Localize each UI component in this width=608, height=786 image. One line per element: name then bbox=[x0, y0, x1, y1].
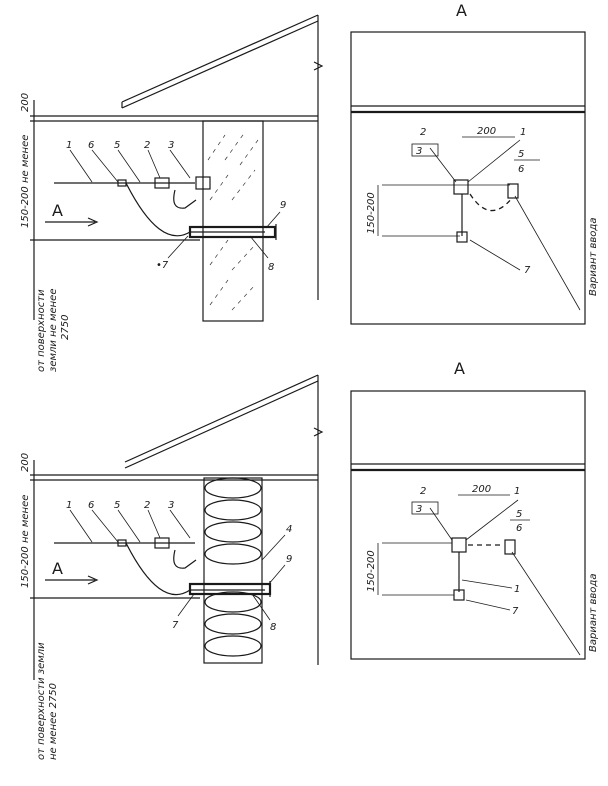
callout-label: 1 bbox=[514, 486, 520, 497]
callout-label: 6 bbox=[516, 523, 522, 534]
callout-label: 3 bbox=[168, 500, 174, 511]
ground-note: от поверхности bbox=[36, 289, 47, 372]
bracket bbox=[453, 179, 469, 195]
dim-side: 150-200 не менее bbox=[20, 495, 31, 588]
callout-label: 5 bbox=[518, 149, 524, 160]
callouts: 1 6 5 2 3 4 9 7 8 bbox=[66, 500, 292, 633]
wall-fitting bbox=[195, 176, 211, 190]
ground-note: 2750 bbox=[60, 315, 71, 340]
callout-label: 1 bbox=[66, 500, 72, 511]
callout-label: 2 bbox=[144, 500, 150, 511]
arrow-head bbox=[87, 217, 99, 227]
callout-label: 9 bbox=[280, 200, 286, 211]
break-mark bbox=[313, 427, 324, 437]
dim-200: 200 bbox=[477, 126, 496, 137]
callout-label: 2 bbox=[420, 486, 426, 497]
callout-label: 6 bbox=[518, 164, 524, 175]
callout-label: 5 bbox=[114, 500, 120, 511]
top-right-view: A 200 150-200 2 3 1 5 6 7 Вариант ввода bbox=[350, 1, 599, 325]
variant-insulator bbox=[507, 183, 519, 199]
callout-label: 7 bbox=[172, 620, 179, 631]
callout-label: 8 bbox=[270, 622, 276, 633]
cable-entry bbox=[125, 542, 265, 596]
callout-label: 3 bbox=[416, 146, 422, 157]
callout-label: 2 bbox=[144, 140, 150, 151]
dim-side: 150-200 bbox=[366, 192, 377, 234]
callouts: 1 6 5 2 3 9 •7 8 bbox=[66, 140, 286, 273]
roof-line bbox=[121, 20, 319, 109]
sleeve bbox=[188, 225, 277, 239]
view-frame bbox=[350, 31, 586, 325]
callout-label: 3 bbox=[416, 504, 422, 515]
callout-label: •7 bbox=[156, 260, 169, 271]
callout-label: 2 bbox=[420, 127, 426, 138]
arrow-label: A bbox=[52, 201, 63, 220]
callout-label: 7 bbox=[524, 265, 531, 276]
ground-note: земли не менее bbox=[48, 289, 59, 373]
drop-loop bbox=[173, 549, 197, 569]
roof-line bbox=[121, 14, 319, 103]
arrow-label: A bbox=[52, 559, 63, 578]
bottom-right-view: A 200 150-200 2 3 1 5 6 1 7 Вариант ввод… bbox=[350, 359, 599, 660]
callout-label: 1 bbox=[514, 584, 520, 595]
wall-hatching bbox=[207, 131, 259, 311]
dim-side: 150-200 bbox=[366, 550, 377, 592]
drop-loop bbox=[173, 189, 197, 209]
callout-label: 3 bbox=[168, 140, 174, 151]
callout-label: 5 bbox=[516, 509, 522, 520]
dim-side: 150-200 не менее bbox=[20, 135, 31, 228]
view-frame bbox=[350, 390, 586, 660]
view-title: A bbox=[456, 1, 467, 20]
dim-200: 200 bbox=[472, 484, 491, 495]
dim-top: 200 bbox=[20, 453, 31, 472]
roof-line bbox=[124, 380, 319, 469]
bottom-left-section: A 1 6 5 2 3 4 9 7 8 200 150-200 не менее… bbox=[20, 374, 324, 760]
callout-label: 4 bbox=[286, 524, 292, 535]
variant-label: Вариант ввода bbox=[588, 218, 599, 296]
break-mark bbox=[313, 61, 324, 71]
top-left-section: A 1 6 5 2 3 9 •7 8 200 150-200 не менее … bbox=[20, 14, 324, 373]
callout-label: 1 bbox=[66, 140, 72, 151]
cable-entry bbox=[125, 182, 265, 237]
ground-note: от поверхности земли bbox=[36, 642, 47, 760]
callout-label: 5 bbox=[114, 140, 120, 151]
callout-label: 6 bbox=[88, 140, 94, 151]
dim-top: 200 bbox=[20, 93, 31, 112]
bracket bbox=[451, 537, 467, 553]
ground-note: не менее 2750 bbox=[48, 683, 59, 760]
callout-label: 9 bbox=[286, 554, 292, 565]
roof-line bbox=[124, 374, 319, 463]
callout-label: 6 bbox=[88, 500, 94, 511]
view-title: A bbox=[454, 359, 465, 378]
variant-loop bbox=[469, 193, 513, 212]
callout-label: 1 bbox=[520, 127, 526, 138]
variant-insulator bbox=[504, 539, 516, 555]
callout-label: 7 bbox=[512, 606, 519, 617]
logs bbox=[204, 477, 262, 657]
bracket bbox=[154, 537, 170, 549]
insulator bbox=[456, 231, 468, 243]
callout-label: 8 bbox=[268, 262, 274, 273]
bracket bbox=[154, 177, 170, 189]
variant-label: Вариант ввода bbox=[588, 574, 599, 652]
arrow-head bbox=[87, 575, 99, 585]
brick-wall bbox=[202, 120, 264, 322]
log-wall bbox=[203, 477, 263, 664]
